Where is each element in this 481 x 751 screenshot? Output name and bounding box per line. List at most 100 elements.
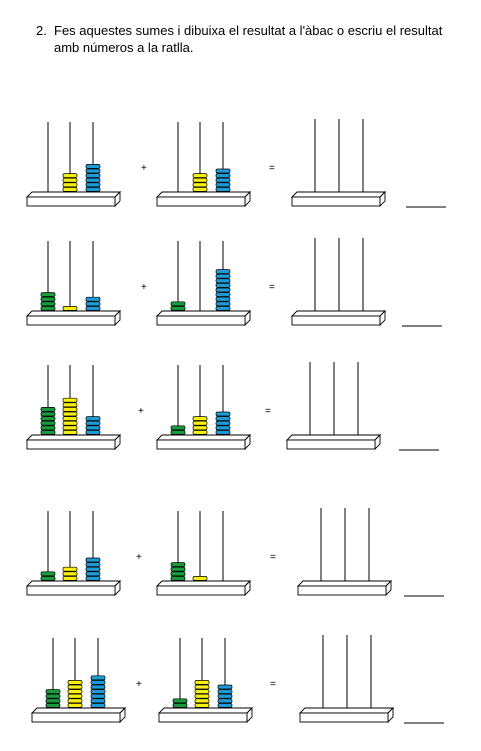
- bead-blue: [85, 306, 101, 311]
- bead-yellow: [192, 425, 208, 431]
- bead-green: [170, 425, 186, 431]
- bead-blue: [90, 684, 106, 690]
- bead-blue: [215, 411, 231, 417]
- abacus-base-front: [156, 315, 246, 326]
- bead-blue: [215, 173, 231, 178]
- bead-yellow: [62, 306, 78, 311]
- bead-blue: [215, 287, 231, 293]
- bead-blue: [85, 296, 101, 302]
- bead-blue: [215, 273, 231, 279]
- abacus-base-front: [158, 712, 248, 723]
- abacus-base-front: [26, 439, 116, 450]
- bead-green: [45, 693, 61, 699]
- bead-blue: [217, 689, 233, 694]
- abacus-base-top: [296, 580, 393, 587]
- bead-blue: [85, 164, 101, 169]
- bead-green: [40, 420, 56, 426]
- abacus-base-front: [31, 712, 121, 723]
- bead-blue: [217, 684, 233, 690]
- bead-yellow: [62, 430, 78, 435]
- bead-blue: [215, 177, 231, 183]
- exercise-number: 2.: [36, 23, 47, 38]
- abacus-row1-left: [25, 122, 122, 208]
- bead-blue: [85, 301, 101, 307]
- abacus-row4-right: [155, 511, 252, 597]
- bead-yellow: [62, 576, 78, 581]
- answer-abacus-row4[interactable]: [296, 508, 393, 597]
- plus-sign: +: [136, 552, 142, 563]
- answer-abacus-row5[interactable]: [298, 635, 395, 724]
- bead-blue: [215, 301, 231, 307]
- bead-blue: [90, 689, 106, 694]
- bead-yellow: [62, 425, 78, 431]
- bead-yellow: [192, 187, 208, 192]
- bead-green: [170, 576, 186, 581]
- bead-blue: [85, 430, 101, 435]
- bead-blue: [215, 306, 231, 311]
- bead-blue: [90, 680, 106, 685]
- bead-green: [45, 689, 61, 694]
- bead-yellow: [62, 420, 78, 426]
- exercise-instruction: 2. Fes aquestes sumes i dibuixa el resul…: [36, 22, 456, 56]
- bead-blue: [85, 173, 101, 178]
- bead-blue: [215, 296, 231, 302]
- bead-yellow: [62, 187, 78, 192]
- equals-sign: =: [270, 679, 276, 690]
- bead-green: [40, 576, 56, 581]
- equals-sign: =: [269, 163, 275, 174]
- bead-blue: [215, 283, 231, 288]
- bead-yellow: [192, 182, 208, 188]
- bead-yellow: [192, 430, 208, 435]
- bead-green: [170, 571, 186, 577]
- abacus-base-top: [25, 434, 122, 441]
- answer-abacus-row1[interactable]: [290, 119, 387, 208]
- bead-yellow: [62, 402, 78, 408]
- abacus-base-front: [291, 196, 381, 207]
- bead-blue: [85, 420, 101, 426]
- abacus-row5-left: [30, 638, 127, 724]
- abacus-base-top: [155, 310, 252, 317]
- abacus-base-top: [290, 191, 387, 198]
- bead-blue: [215, 269, 231, 274]
- bead-blue: [85, 416, 101, 421]
- bead-blue: [85, 571, 101, 577]
- abacus-row3-right: [155, 365, 252, 451]
- abacus-base-front: [286, 439, 376, 450]
- abacus-base-front: [297, 585, 387, 596]
- abacus-base-top: [285, 434, 382, 441]
- bead-blue: [85, 187, 101, 192]
- bead-blue: [215, 292, 231, 297]
- bead-blue: [90, 698, 106, 704]
- bead-blue: [90, 675, 106, 681]
- answer-abacus-row3[interactable]: [285, 362, 382, 451]
- bead-green: [40, 411, 56, 417]
- answer-abacus-row2[interactable]: [290, 238, 387, 327]
- bead-yellow: [67, 689, 83, 694]
- bead-green: [170, 566, 186, 572]
- abacus-row5-right: [157, 638, 254, 724]
- abacus-base-front: [26, 196, 116, 207]
- equals-sign: =: [270, 552, 276, 563]
- abacus-row1-right: [155, 122, 252, 208]
- bead-green: [40, 571, 56, 577]
- bead-blue: [215, 420, 231, 426]
- bead-green: [172, 703, 188, 708]
- bead-blue: [215, 168, 231, 174]
- bead-blue: [85, 177, 101, 183]
- abacus-row2-left: [25, 241, 122, 327]
- bead-blue: [90, 693, 106, 699]
- plus-sign: +: [136, 679, 142, 690]
- bead-yellow: [67, 698, 83, 704]
- bead-green: [40, 301, 56, 307]
- abacus-base-front: [291, 315, 381, 326]
- bead-blue: [217, 703, 233, 708]
- abacus-base-top: [155, 191, 252, 198]
- bead-yellow: [62, 182, 78, 188]
- plus-sign: +: [138, 406, 144, 417]
- abacus-row3-left: [25, 365, 122, 451]
- bead-yellow: [67, 693, 83, 699]
- abacus-base-front: [26, 585, 116, 596]
- bead-yellow: [194, 698, 210, 704]
- bead-yellow: [194, 684, 210, 690]
- abacus-base-top: [298, 707, 395, 714]
